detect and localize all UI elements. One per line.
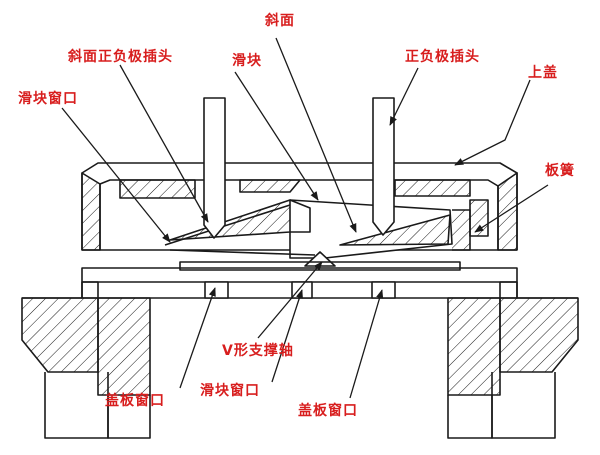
base-left: [21, 297, 99, 373]
leader-cover-window-right: [349, 289, 384, 399]
leader-slider: [234, 71, 319, 201]
label-positive-plug: 正负极插头: [405, 49, 480, 65]
label-top-cover: 上盖: [528, 65, 558, 81]
leaf-spring: [452, 209, 471, 251]
slider-left-arm: [164, 204, 316, 256]
label-cover-window-right: 盖板窗口: [298, 403, 358, 419]
leader-slider-window-top: [61, 107, 171, 243]
label-slope: 斜面: [265, 13, 295, 29]
cover-left-wall: [81, 172, 101, 251]
label-slider: 滑块: [232, 53, 262, 69]
slider-slope-left: [169, 199, 291, 241]
leader-slope: [275, 37, 357, 233]
leader-slope-positive-plug: [119, 64, 209, 223]
plug-right: [372, 97, 395, 236]
slider-slope-right: [339, 214, 451, 246]
base-left-foot-inner: [97, 297, 151, 396]
cover-top-block-mid: [239, 179, 301, 193]
label-slope-positive-plug: 斜面正负极插头: [68, 49, 173, 65]
cover-top-block-left: [119, 179, 196, 199]
base-left-post: [107, 395, 151, 439]
plug-left: [203, 97, 226, 239]
pivot-bar: [179, 261, 461, 271]
leader-slider-window-bottom: [271, 289, 303, 383]
base-right-post: [447, 395, 493, 439]
plate-window-right: [371, 281, 396, 299]
plate-window-left: [204, 281, 229, 299]
label-slider-window-bottom: 滑块窗口: [200, 383, 260, 399]
leader-v-pivot: [257, 261, 323, 339]
leader-top-cover: [454, 79, 531, 166]
base-left-step: [22, 281, 99, 299]
base-plate: [81, 267, 518, 299]
leaf-spring-block: [469, 199, 489, 237]
cover-top-block-right: [394, 179, 471, 197]
base-right-foot: [491, 372, 556, 439]
leader-leaf-spring: [474, 184, 549, 233]
leader-positive-plug: [389, 67, 419, 126]
label-v-pivot: V形支撑轴: [222, 343, 294, 359]
base-right: [499, 297, 579, 373]
label-cover-window-left: 盖板窗口: [105, 393, 165, 409]
base-right-step: [499, 281, 578, 299]
label-slider-window-top: 滑块窗口: [18, 91, 78, 107]
label-leaf-spring: 板簧: [545, 163, 575, 179]
base-right-foot-inner: [447, 297, 501, 396]
leader-cover-window-left: [179, 287, 216, 389]
